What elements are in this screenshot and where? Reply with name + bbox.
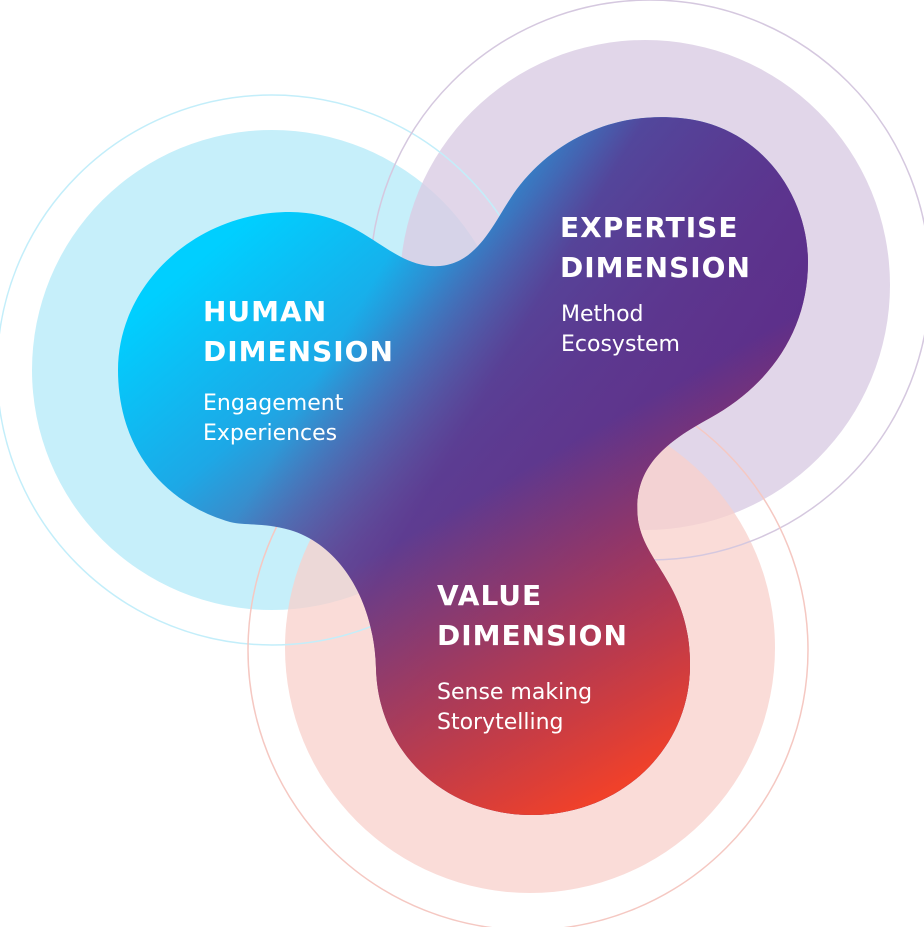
value-title-line1: VALUE: [437, 579, 542, 612]
value-dimension-group: VALUE DIMENSION Sense making Storytellin…: [437, 579, 628, 735]
human-title-line1: HUMAN: [203, 295, 327, 328]
human-title-line2: DIMENSION: [203, 335, 394, 368]
value-item-2: Storytelling: [437, 710, 564, 735]
expertise-item-1: Method: [561, 302, 644, 327]
blob-value-tint: [118, 117, 808, 816]
human-item-1: Engagement: [203, 391, 344, 416]
value-title-line2: DIMENSION: [437, 619, 628, 652]
expertise-title-line2: DIMENSION: [560, 251, 751, 284]
value-item-1: Sense making: [437, 680, 592, 705]
expertise-dimension-group: EXPERTISE DIMENSION Method Ecosystem: [560, 211, 751, 357]
human-dimension-group: HUMAN DIMENSION Engagement Experiences: [203, 295, 394, 446]
expertise-title-line1: EXPERTISE: [560, 211, 738, 244]
expertise-item-2: Ecosystem: [561, 332, 680, 357]
human-item-2: Experiences: [203, 421, 337, 446]
central-blob: [118, 117, 808, 816]
